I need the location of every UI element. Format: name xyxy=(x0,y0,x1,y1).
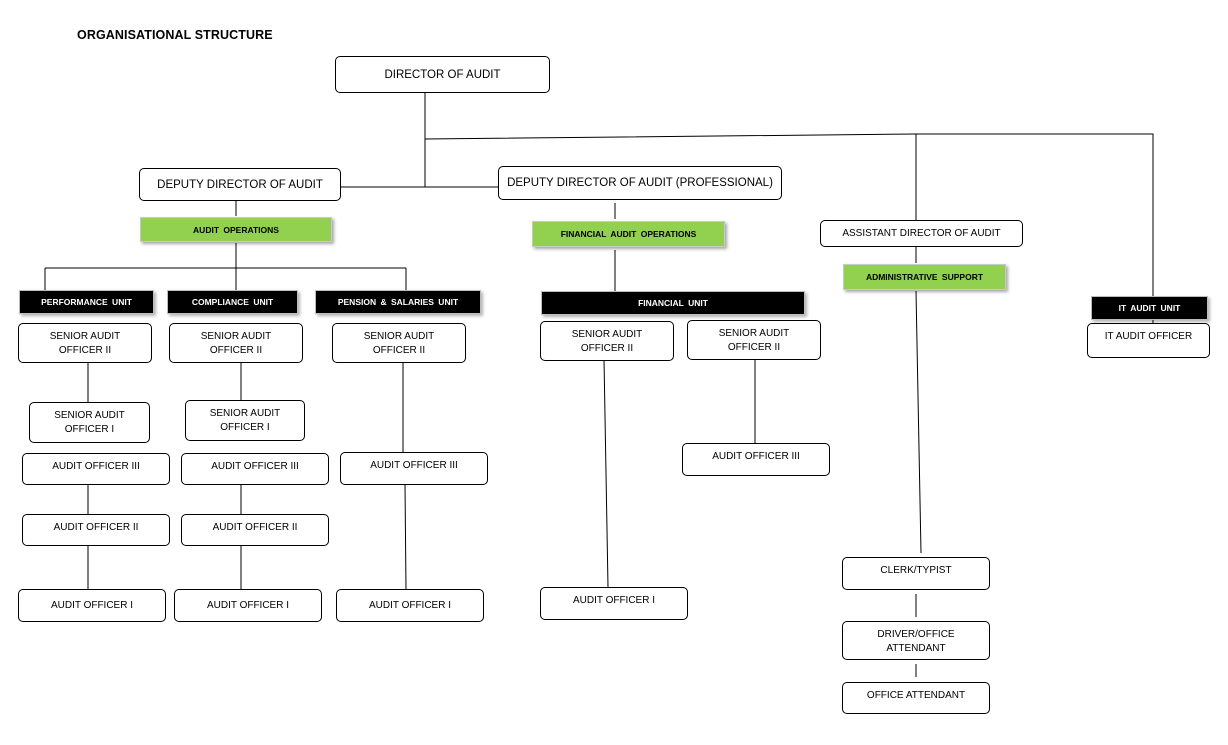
it-audit-unit-label: IT AUDIT UNIT xyxy=(1118,303,1181,313)
pension-salaries-unit-bar: PENSION & SALARIES UNIT xyxy=(315,290,481,314)
financial-senior-audit-officer-ii-left-box: SENIOR AUDIT OFFICER II xyxy=(540,321,674,361)
financial-audit-officer-i-box: AUDIT OFFICER I xyxy=(540,587,688,620)
performance-audit-officer-ii-box: AUDIT OFFICER II xyxy=(22,514,170,546)
financial-senior-audit-officer-ii-right-label: SENIOR AUDIT OFFICER II xyxy=(718,328,790,353)
audit-operations-label: AUDIT OPERATIONS xyxy=(193,224,279,235)
compliance-senior-audit-officer-ii-label: SENIOR AUDIT OFFICER II xyxy=(200,331,272,356)
director-of-audit-box: DIRECTOR OF AUDIT xyxy=(335,56,550,93)
deputy-director-professional-label: DEPUTY DIRECTOR OF AUDIT (PROFESSIONAL) xyxy=(507,177,773,189)
pension-audit-officer-i-label: AUDIT OFFICER I xyxy=(368,599,452,611)
clerk-typist-box: CLERK/TYPIST xyxy=(842,557,990,590)
compliance-audit-officer-ii-label: AUDIT OFFICER II xyxy=(212,522,298,533)
performance-senior-audit-officer-ii-box: SENIOR AUDIT OFFICER II xyxy=(18,323,152,363)
it-audit-officer-label: IT AUDIT OFFICER xyxy=(1104,331,1193,342)
pension-audit-officer-iii-box: AUDIT OFFICER III xyxy=(340,452,488,485)
assistant-director-box: ASSISTANT DIRECTOR OF AUDIT xyxy=(820,220,1023,247)
performance-audit-officer-iii-label: AUDIT OFFICER III xyxy=(52,461,140,472)
financial-audit-officer-iii-box: AUDIT OFFICER III xyxy=(682,443,830,476)
deputy-director-box: DEPUTY DIRECTOR OF AUDIT xyxy=(139,168,341,201)
compliance-senior-audit-officer-i-label: SENIOR AUDIT OFFICER I xyxy=(209,407,281,433)
compliance-audit-officer-i-label: AUDIT OFFICER I xyxy=(206,599,290,611)
pension-audit-officer-iii-label: AUDIT OFFICER III xyxy=(370,460,458,471)
performance-audit-officer-iii-box: AUDIT OFFICER III xyxy=(22,453,170,485)
compliance-unit-bar: COMPLIANCE UNIT xyxy=(167,290,298,314)
financial-audit-operations-label: FINANCIAL AUDIT OPERATIONS xyxy=(560,229,697,239)
pension-salaries-unit-label: PENSION & SALARIES UNIT xyxy=(337,297,459,307)
financial-audit-officer-iii-label: AUDIT OFFICER III xyxy=(712,451,800,462)
performance-senior-audit-officer-i-label: SENIOR AUDIT OFFICER I xyxy=(54,409,125,435)
performance-unit-label: PERFORMANCE UNIT xyxy=(41,297,132,307)
compliance-audit-officer-ii-box: AUDIT OFFICER II xyxy=(181,514,329,546)
compliance-senior-audit-officer-ii-box: SENIOR AUDIT OFFICER II xyxy=(169,323,303,363)
compliance-audit-officer-i-box: AUDIT OFFICER I xyxy=(174,589,322,622)
driver-office-attendant-box: DRIVER/OFFICE ATTENDANT xyxy=(842,621,990,660)
performance-audit-officer-i-box: AUDIT OFFICER I xyxy=(18,589,166,622)
financial-audit-operations-bar: FINANCIAL AUDIT OPERATIONS xyxy=(532,221,725,247)
clerk-typist-label: CLERK/TYPIST xyxy=(880,565,952,576)
it-audit-officer-box: IT AUDIT OFFICER xyxy=(1087,323,1210,358)
pension-senior-audit-officer-ii-box: SENIOR AUDIT OFFICER II xyxy=(332,323,466,363)
director-of-audit-label: DIRECTOR OF AUDIT xyxy=(384,68,501,81)
deputy-director-professional-box: DEPUTY DIRECTOR OF AUDIT (PROFESSIONAL) xyxy=(498,166,782,200)
financial-senior-audit-officer-ii-left-label: SENIOR AUDIT OFFICER II xyxy=(571,329,643,354)
deputy-director-label: DEPUTY DIRECTOR OF AUDIT xyxy=(157,178,323,191)
it-audit-unit-bar: IT AUDIT UNIT xyxy=(1091,296,1208,320)
performance-audit-officer-ii-label: AUDIT OFFICER II xyxy=(53,522,139,533)
performance-senior-audit-officer-i-box: SENIOR AUDIT OFFICER I xyxy=(29,402,150,443)
assistant-director-label: ASSISTANT DIRECTOR OF AUDIT xyxy=(842,227,1001,239)
performance-senior-audit-officer-ii-label: SENIOR AUDIT OFFICER II xyxy=(49,331,121,356)
administrative-support-label: ADMINISTRATIVE SUPPORT xyxy=(865,272,984,282)
pension-senior-audit-officer-ii-label: SENIOR AUDIT OFFICER II xyxy=(363,331,435,356)
financial-senior-audit-officer-ii-right-box: SENIOR AUDIT OFFICER II xyxy=(687,320,821,360)
compliance-unit-label: COMPLIANCE UNIT xyxy=(191,297,274,307)
compliance-audit-officer-iii-label: AUDIT OFFICER III xyxy=(211,461,299,472)
administrative-support-bar: ADMINISTRATIVE SUPPORT xyxy=(843,264,1006,290)
pension-audit-officer-i-box: AUDIT OFFICER I xyxy=(336,589,484,622)
office-attendant-box: OFFICE ATTENDANT xyxy=(842,682,990,714)
audit-operations-bar: AUDIT OPERATIONS xyxy=(140,217,332,242)
page-title: ORGANISATIONAL STRUCTURE xyxy=(77,28,273,42)
performance-unit-bar: PERFORMANCE UNIT xyxy=(19,290,154,314)
office-attendant-label: OFFICE ATTENDANT xyxy=(866,690,966,701)
financial-unit-bar: FINANCIAL UNIT xyxy=(541,291,805,315)
financial-audit-officer-i-label: AUDIT OFFICER I xyxy=(572,595,656,606)
financial-unit-label: FINANCIAL UNIT xyxy=(638,298,708,308)
performance-audit-officer-i-label: AUDIT OFFICER I xyxy=(50,599,134,611)
compliance-senior-audit-officer-i-box: SENIOR AUDIT OFFICER I xyxy=(185,400,305,441)
compliance-audit-officer-iii-box: AUDIT OFFICER III xyxy=(181,453,329,485)
driver-office-attendant-label: DRIVER/OFFICE ATTENDANT xyxy=(877,629,955,654)
